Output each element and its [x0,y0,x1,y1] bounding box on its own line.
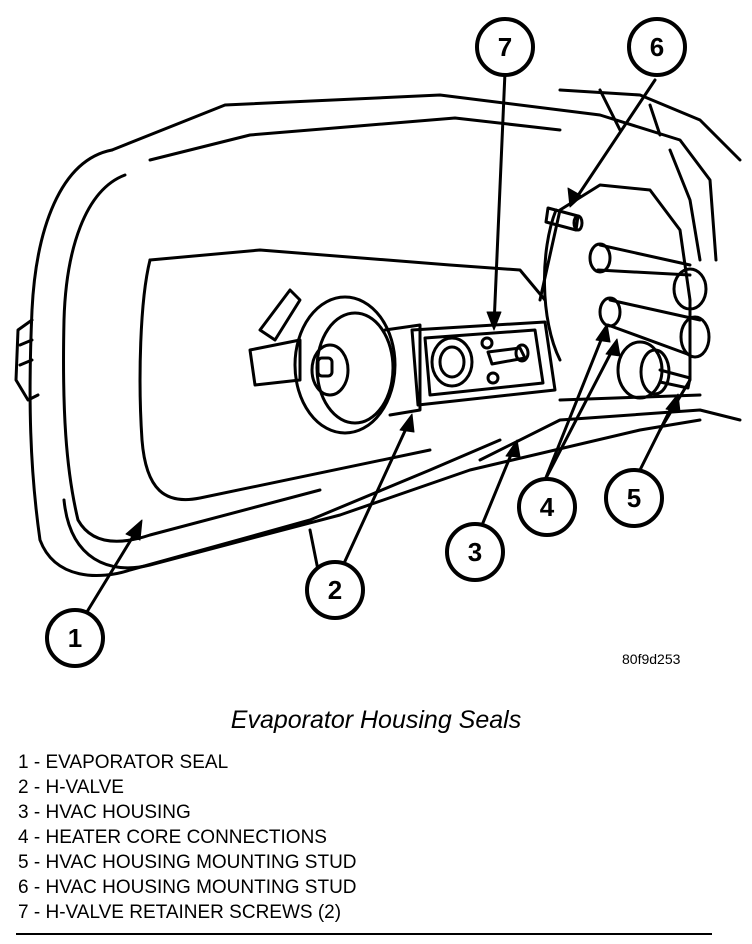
legend-label: HEATER CORE CONNECTIONS [45,827,327,848]
legend-item: 3 - HVAC HOUSING [18,802,191,823]
svg-text:4: 4 [540,492,555,522]
legend-item: 4 - HEATER CORE CONNECTIONS [18,827,327,848]
svg-text:5: 5 [627,483,641,513]
bottom-divider [16,933,712,935]
callout-1: 1 [45,608,105,668]
svg-text:1: 1 [68,623,82,653]
legend-label: H-VALVE RETAINER SCREWS (2) [45,902,342,923]
svg-text:2: 2 [328,575,342,605]
legend-label: EVAPORATOR SEAL [45,752,229,773]
legend-item: 7 - H-VALVE RETAINER SCREWS (2) [18,902,342,923]
legend-label: H-VALVE [45,777,124,798]
callout-6: 6 [627,17,687,77]
svg-text:6: 6 [650,32,664,62]
callout-7: 7 [475,17,535,77]
legend-item: 1 - EVAPORATOR SEAL [18,752,229,773]
callout-5: 5 [604,468,664,528]
legend-list: 1 - EVAPORATOR SEAL 2 - H-VALVE 3 - HVAC… [18,750,357,925]
legend-label: HVAC HOUSING [45,802,191,823]
callout-2: 2 [305,560,365,620]
h-valve-drawing [248,288,557,435]
figure-caption: Evaporator Housing Seals [230,706,522,734]
svg-text:3: 3 [468,537,482,567]
heater-core-tubes-drawing [544,206,711,400]
legend-label: HVAC HOUSING MOUNTING STUD [45,877,357,898]
legend-item: 5 - HVAC HOUSING MOUNTING STUD [18,852,357,873]
callout-3: 3 [445,522,505,582]
figure-code: 80f9d253 [622,651,681,667]
legend-item: 6 - HVAC HOUSING MOUNTING STUD [18,877,357,898]
legend-item: 2 - H-VALVE [18,777,124,798]
svg-text:7: 7 [498,32,512,62]
diagram-figure: 1 2 3 4 5 6 7 [14,17,742,668]
callout-4: 4 [517,477,577,537]
leader-arrowheads [125,187,681,541]
legend-label: HVAC HOUSING MOUNTING STUD [45,852,357,873]
leader-lines [80,70,677,622]
hvac-housing-drawing [14,88,742,582]
